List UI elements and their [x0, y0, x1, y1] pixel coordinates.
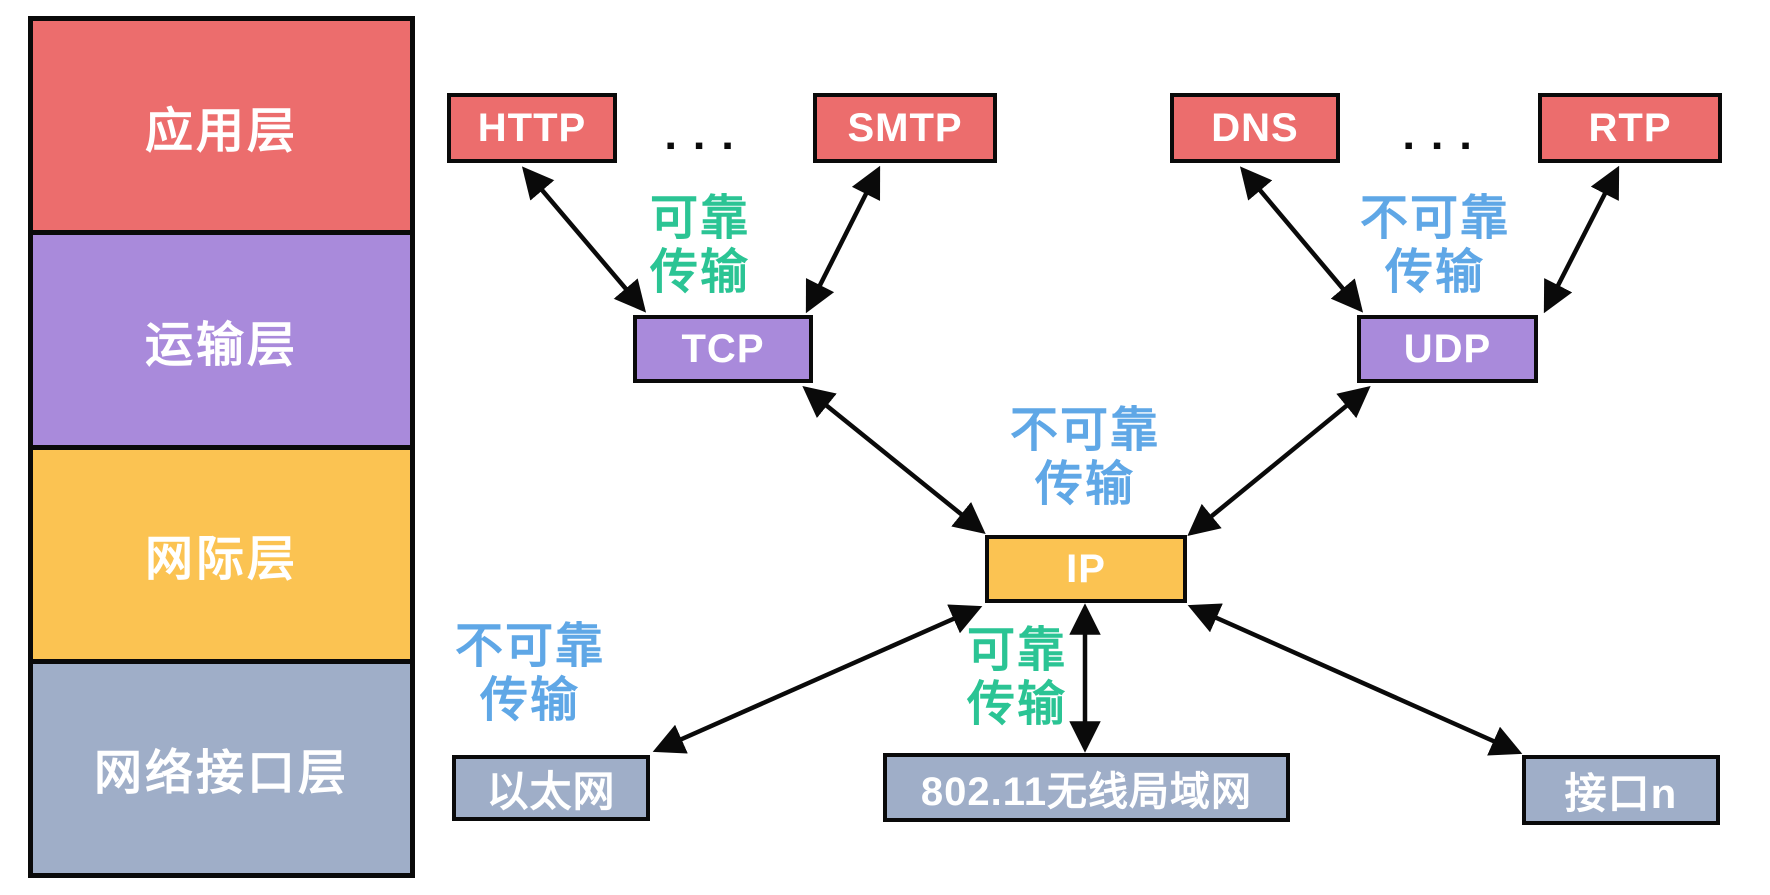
- protocol-label-interface-n: 接口n: [1564, 769, 1678, 817]
- arrow-rtp-udp: [1543, 165, 1620, 314]
- protocol-box-http: HTTP: [447, 93, 617, 163]
- protocol-box-dns: DNS: [1170, 93, 1340, 163]
- annotation-line: 传输: [1384, 246, 1485, 299]
- protocol-box-rtp: RTP: [1538, 93, 1722, 163]
- protocol-label-http: HTTP: [477, 105, 587, 150]
- annotation-line: 传输: [1034, 458, 1135, 511]
- protocol-label-dns: DNS: [1211, 105, 1299, 150]
- annotation-line: 不可靠: [1359, 192, 1510, 245]
- annotation-unreliable-ip: 不可靠 传输: [965, 404, 1205, 512]
- ellipsis-icon: ▪ ▪ ▪: [665, 130, 739, 160]
- layer-application: 应用层: [33, 21, 410, 231]
- protocol-box-ip: IP: [985, 535, 1187, 603]
- annotation-line: 可靠: [649, 192, 750, 245]
- protocol-label-tcp: TCP: [681, 326, 765, 371]
- protocol-box-smtp: SMTP: [813, 93, 997, 163]
- protocol-label-rtp: RTP: [1588, 105, 1672, 150]
- layer-application-label: 应用层: [144, 104, 298, 158]
- layer-network-interface-label: 网络接口层: [93, 747, 349, 801]
- protocol-label-ip: IP: [1066, 546, 1106, 591]
- protocol-box-interface-n: 接口n: [1522, 755, 1720, 825]
- protocol-box-tcp: TCP: [633, 315, 813, 383]
- layer-internet-label: 网际层: [144, 533, 298, 587]
- annotation-line: 不可靠: [1009, 404, 1160, 457]
- layer-transport: 运输层: [33, 230, 410, 445]
- protocol-box-wlan: 802.11无线局域网: [883, 753, 1290, 822]
- layer-network-interface: 网络接口层: [33, 658, 410, 873]
- protocol-box-udp: UDP: [1357, 315, 1538, 383]
- annotation-line: 传输: [966, 678, 1067, 731]
- ellipsis-icon: ▪ ▪ ▪: [1403, 130, 1477, 160]
- annotation-line: 可靠: [966, 624, 1067, 677]
- protocol-label-ethernet: 以太网: [486, 767, 616, 815]
- annotation-reliable-wlan: 可靠 传输: [897, 624, 1137, 732]
- arrow-udp-ip: [1187, 386, 1371, 536]
- protocol-label-udp: UDP: [1403, 326, 1492, 371]
- protocol-label-smtp: SMTP: [847, 105, 963, 150]
- annotation-line: 不可靠: [454, 620, 605, 673]
- layer-stack: 应用层 运输层 网际层 网络接口层: [28, 16, 415, 878]
- annotation-line: 传输: [649, 246, 750, 299]
- protocol-label-wlan: 802.11无线局域网: [920, 769, 1253, 814]
- annotation-line: 传输: [479, 674, 580, 727]
- annotation-unreliable-ethernet: 不可靠 传输: [410, 620, 650, 728]
- layer-internet: 网际层: [33, 444, 410, 659]
- annotation-unreliable-udp: 不可靠 传输: [1315, 192, 1555, 300]
- layer-transport-label: 运输层: [144, 318, 298, 372]
- arrow-ip-interface-n: [1187, 603, 1523, 756]
- arrow-tcp-ip: [802, 386, 986, 534]
- protocol-box-ethernet: 以太网: [452, 755, 650, 821]
- annotation-reliable-tcp: 可靠 传输: [580, 192, 820, 300]
